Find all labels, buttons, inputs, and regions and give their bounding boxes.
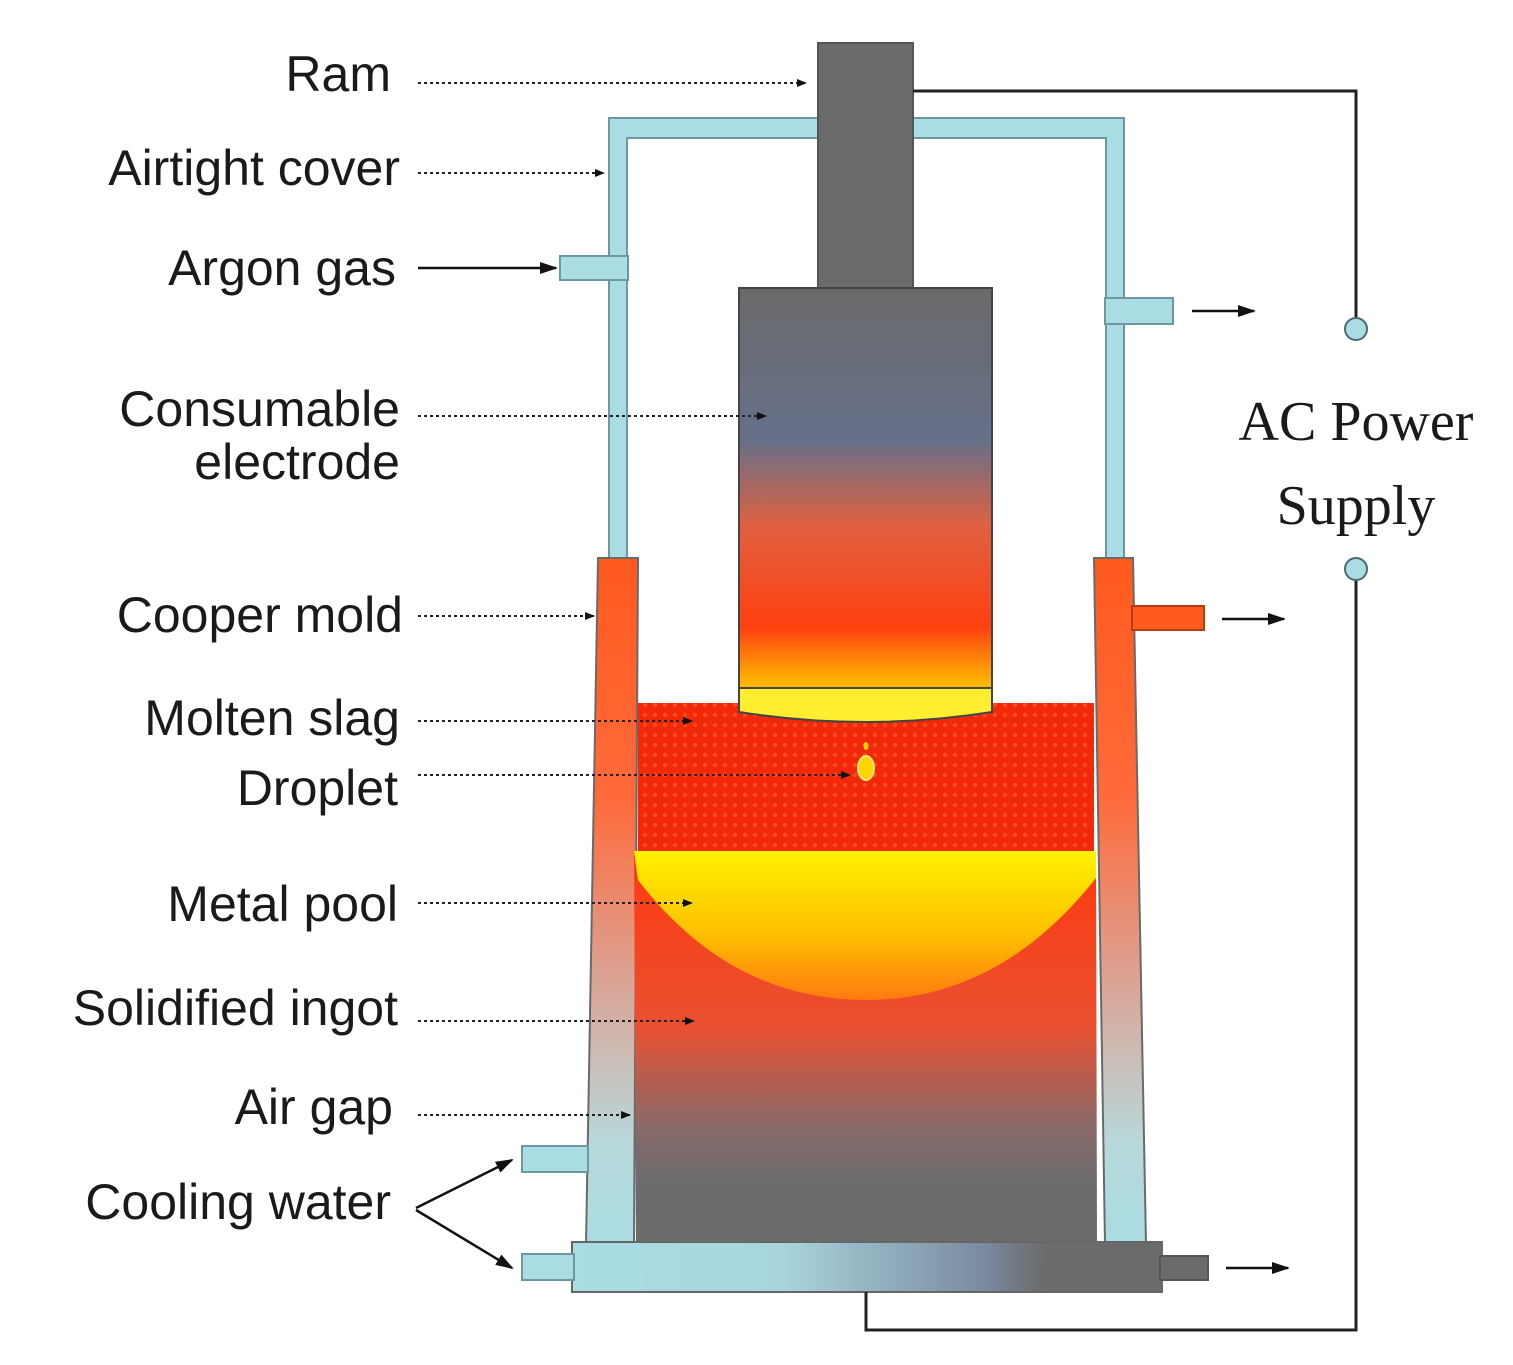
label-cooling-water: Cooling water (85, 1174, 391, 1230)
label-argon-gas: Argon gas (168, 240, 396, 296)
metal-pool (634, 851, 1096, 1000)
label-droplet: Droplet (236, 760, 398, 816)
label-metal-pool: Metal pool (167, 876, 398, 932)
label-ac-power-supply-line2: Supply (1276, 475, 1436, 537)
leader-lines (418, 79, 851, 1119)
electrode-tip (738, 687, 993, 723)
label-consumable-electrode: Consumable electrode (119, 383, 400, 489)
base-plate (571, 1241, 1163, 1293)
label-ac-power-supply-line1: AC Power (1238, 391, 1474, 453)
label-air-gap: Air gap (234, 1079, 393, 1135)
mold-water-outlet (1131, 605, 1205, 631)
terminal-top (1344, 317, 1368, 341)
droplet (857, 742, 875, 781)
ram (817, 42, 914, 290)
label-airtight-cover: Airtight cover (108, 140, 400, 196)
gas-outlet-pipe (1104, 297, 1174, 325)
copper-mold (584, 557, 1148, 1245)
flow-arrows (415, 262, 1290, 1274)
label-consumable-electrode-line2: electrode (194, 434, 400, 490)
label-consumable-electrode-line1: Consumable (119, 381, 400, 437)
label-copper-mold: Cooper mold (116, 587, 403, 643)
argon-inlet-pipe (559, 255, 629, 281)
consumable-electrode (738, 287, 993, 723)
label-molten-slag: Molten slag (144, 690, 400, 746)
power-circuit (864, 89, 1358, 1332)
cooling-water-inlet-lower (521, 1253, 575, 1281)
cooling-water-inlet-upper (521, 1145, 589, 1173)
label-ac-power-supply: AC Power Supply (1206, 380, 1506, 548)
label-ram: Ram (285, 46, 391, 102)
label-solidified-ingot: Solidified ingot (72, 980, 398, 1036)
cooling-water-outlet (1159, 1255, 1209, 1281)
terminal-bottom (1344, 557, 1368, 581)
